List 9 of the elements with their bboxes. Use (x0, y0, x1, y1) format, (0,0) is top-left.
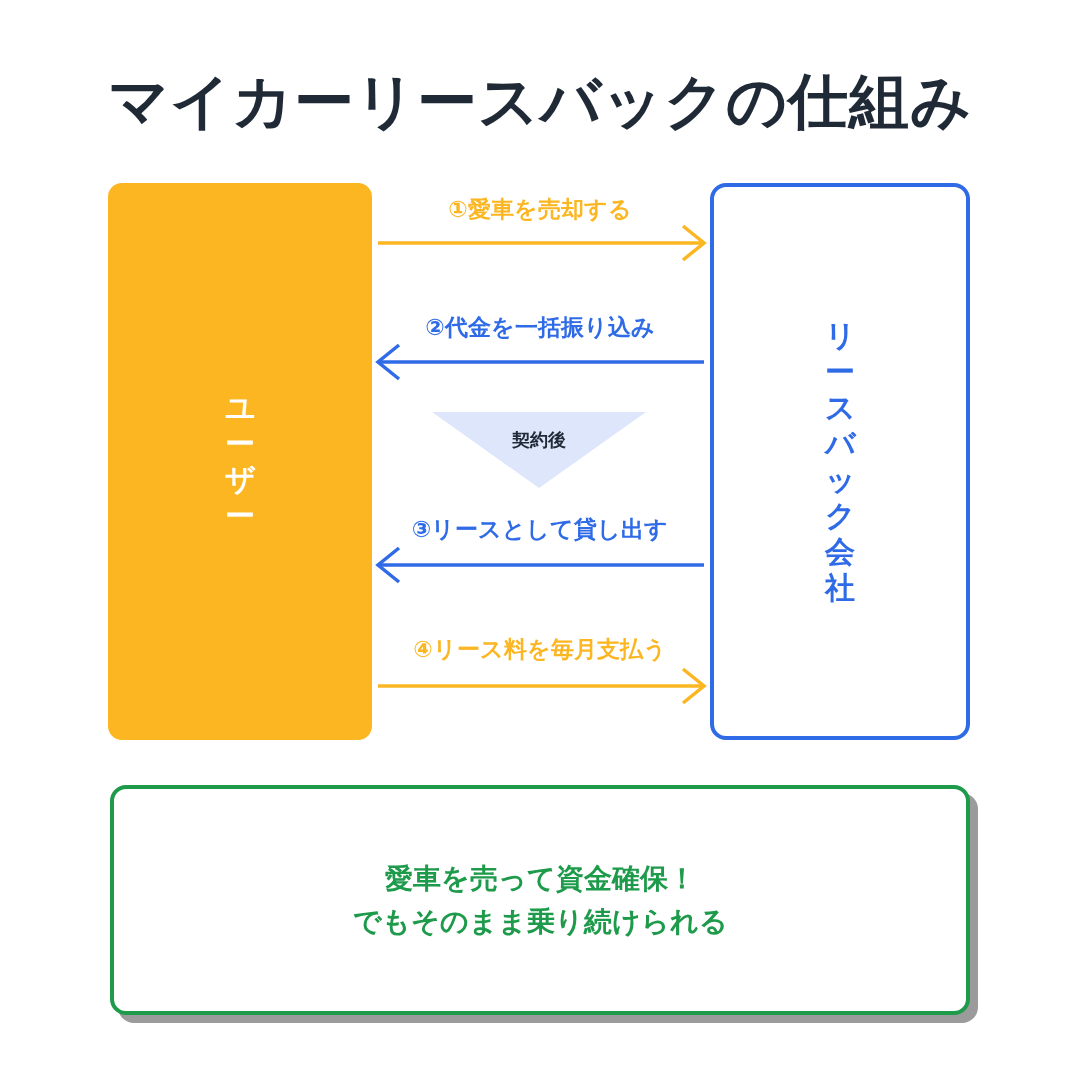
user-box: ユーザー (108, 183, 372, 740)
message-box: 愛車を売って資金確保！でもそのまま乗り続けられる (110, 785, 970, 1015)
title: マイカーリースバックの仕組み (107, 65, 973, 138)
arrow (378, 224, 706, 262)
arrow (376, 546, 704, 584)
arrow (378, 667, 706, 705)
company-box: リースバック会社 (710, 183, 970, 740)
triangle-banner: 契約後 (432, 412, 646, 488)
arrow (376, 343, 704, 381)
